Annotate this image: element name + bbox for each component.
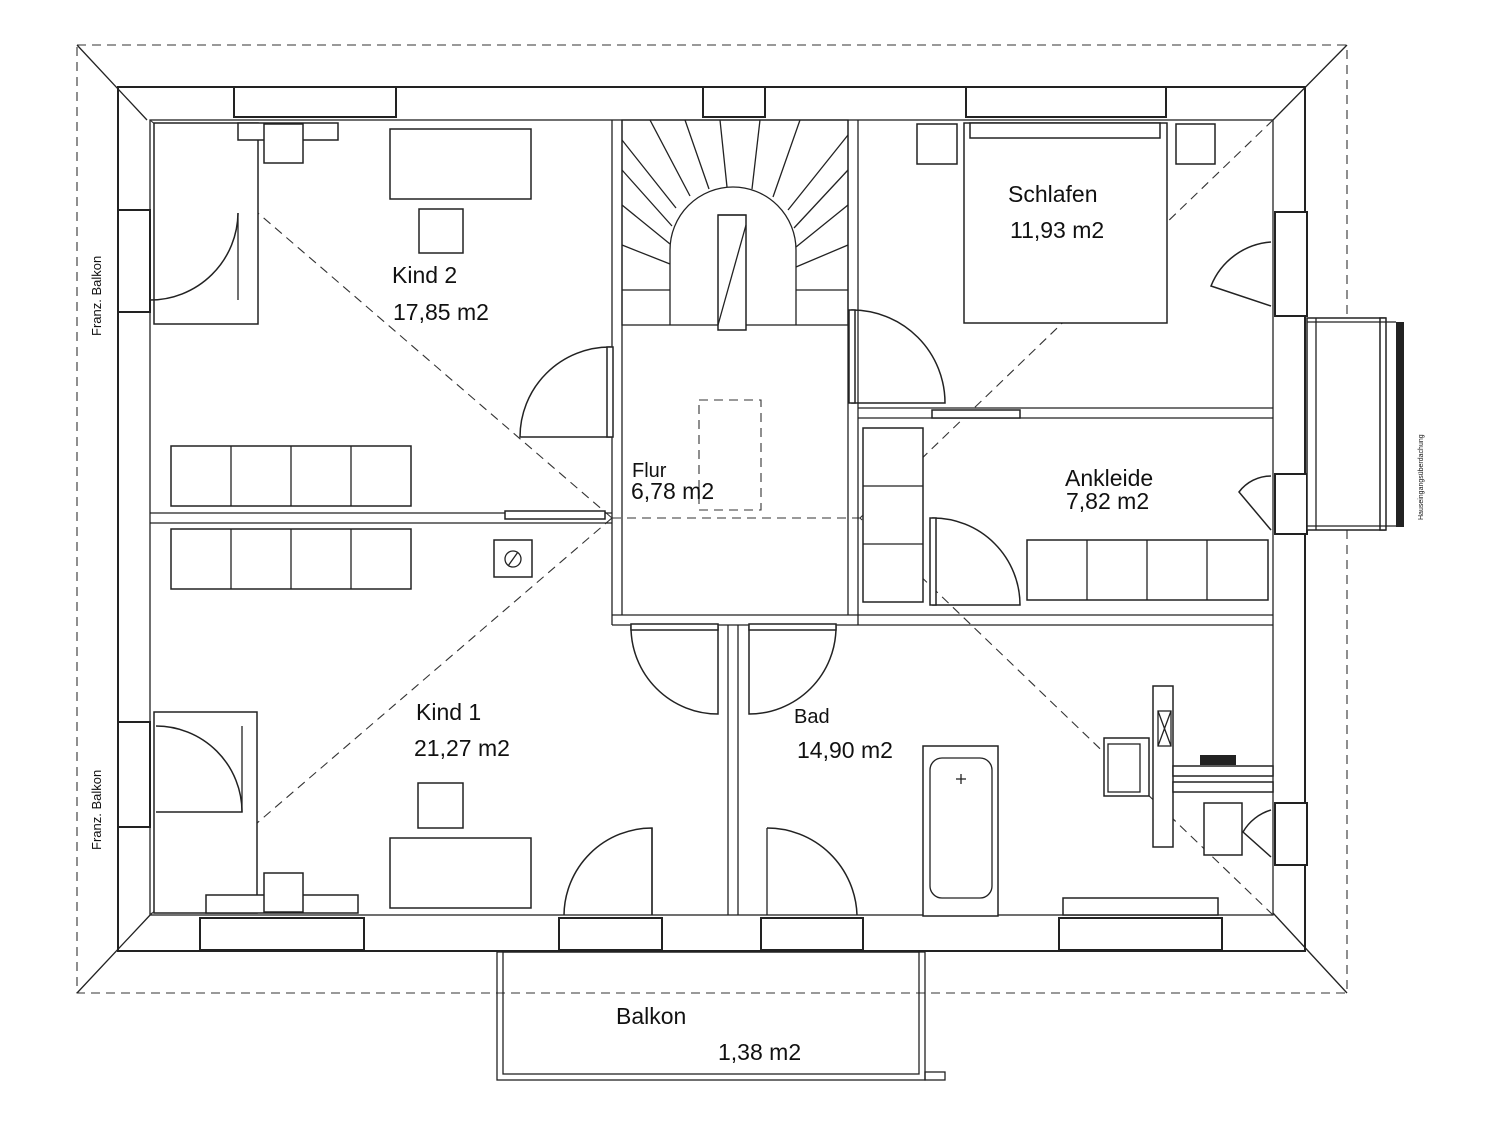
bad-fixtures bbox=[922, 685, 1274, 917]
ankleide-area: 7,82 m2 bbox=[1066, 488, 1149, 514]
kind1-area: 21,27 m2 bbox=[414, 735, 510, 761]
schlafen-area: 11,93 m2 bbox=[1010, 217, 1104, 243]
ankleide-furniture bbox=[862, 427, 1269, 603]
kind2-furniture bbox=[153, 122, 533, 590]
doors bbox=[149, 212, 1272, 916]
room-labels: Kind 2 17,85 m2 Schlafen 11,93 m2 Anklei… bbox=[89, 181, 1153, 1065]
bad-area: 14,90 m2 bbox=[797, 737, 893, 763]
staircase bbox=[621, 119, 849, 511]
kind2-area: 17,85 m2 bbox=[393, 299, 489, 325]
balkon-name: Balkon bbox=[616, 1003, 686, 1029]
kind2-name: Kind 2 bbox=[392, 262, 457, 288]
franz-balkon-label-top: Franz. Balkon bbox=[89, 256, 104, 336]
entrance-canopy: Hauseingangsüberdachung bbox=[1306, 317, 1425, 531]
ankleide-name: Ankleide bbox=[1065, 465, 1153, 491]
kind1-name: Kind 1 bbox=[416, 699, 481, 725]
balcony bbox=[496, 951, 946, 1081]
windows bbox=[117, 86, 1308, 951]
flur-area: 6,78 m2 bbox=[631, 478, 714, 504]
schlafen-name: Schlafen bbox=[1008, 181, 1098, 207]
bad-name: Bad bbox=[794, 706, 830, 728]
franz-balkon-label-bottom: Franz. Balkon bbox=[89, 770, 104, 850]
schlafen-furniture bbox=[916, 122, 1216, 324]
flur-name: Flur bbox=[632, 460, 667, 482]
canopy-label: Hauseingangsüberdachung bbox=[1418, 434, 1425, 520]
balkon-area: 1,38 m2 bbox=[718, 1039, 801, 1065]
interior-walls bbox=[150, 120, 1273, 915]
